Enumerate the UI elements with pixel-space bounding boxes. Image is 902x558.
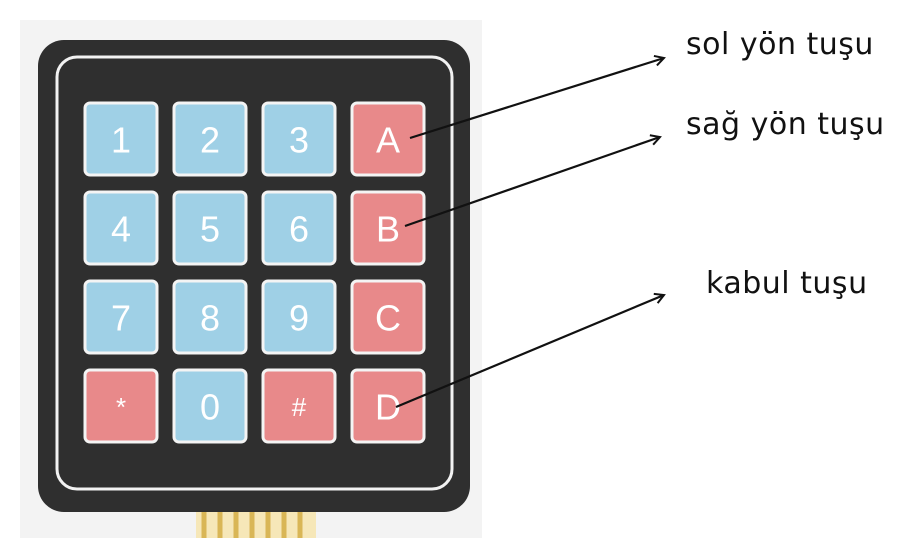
key-label: C — [375, 298, 401, 339]
key-label: B — [376, 209, 400, 250]
key-grid: 1 2 3 A 4 5 6 B 7 8 9 C * 0 # D — [83, 101, 426, 444]
key-label: 5 — [200, 209, 220, 250]
key-label: 9 — [289, 298, 309, 339]
arrow-kabul — [395, 295, 664, 409]
key-cap[interactable] — [172, 101, 248, 177]
key-6[interactable]: 6 — [261, 190, 337, 266]
key-a[interactable]: A — [350, 101, 426, 177]
key-label: 8 — [200, 298, 220, 339]
key-cap[interactable] — [350, 190, 426, 266]
key-label: * — [116, 392, 126, 422]
key-label: 2 — [200, 120, 220, 161]
key-3[interactable]: 3 — [261, 101, 337, 177]
key-cap[interactable] — [83, 101, 159, 177]
key-cap[interactable] — [350, 368, 426, 444]
key-cap[interactable] — [261, 279, 337, 355]
key-cap[interactable] — [172, 368, 248, 444]
key-cap[interactable] — [83, 368, 159, 444]
key-label: 3 — [289, 120, 309, 161]
key-star[interactable]: * — [83, 368, 159, 444]
key-7[interactable]: 7 — [83, 279, 159, 355]
key-cap[interactable] — [172, 190, 248, 266]
key-label: 7 — [111, 298, 131, 339]
annotation-kabul: kabul tuşu — [706, 266, 868, 301]
key-label: 4 — [111, 209, 131, 250]
arrow-sol — [409, 58, 664, 140]
key-4[interactable]: 4 — [83, 190, 159, 266]
key-label: 1 — [111, 120, 131, 161]
key-label: 0 — [200, 387, 220, 428]
key-cap[interactable] — [172, 279, 248, 355]
key-8[interactable]: 8 — [172, 279, 248, 355]
annotation-sag: sağ yön tuşu — [686, 107, 885, 142]
key-cap[interactable] — [350, 101, 426, 177]
key-cap[interactable] — [261, 101, 337, 177]
keypad-inner-border — [55, 55, 454, 491]
key-1[interactable]: 1 — [83, 101, 159, 177]
annotation-sol: sol yön tuşu — [686, 27, 874, 62]
arrow-sag — [404, 137, 660, 228]
key-d[interactable]: D — [350, 368, 426, 444]
key-9[interactable]: 9 — [261, 279, 337, 355]
key-label: # — [292, 392, 307, 422]
key-2[interactable]: 2 — [172, 101, 248, 177]
key-label: A — [376, 120, 400, 161]
key-label: 6 — [289, 209, 309, 250]
key-b[interactable]: B — [350, 190, 426, 266]
key-cap[interactable] — [261, 368, 337, 444]
key-cap[interactable] — [350, 279, 426, 355]
key-cap[interactable] — [83, 190, 159, 266]
key-5[interactable]: 5 — [172, 190, 248, 266]
key-hash[interactable]: # — [261, 368, 337, 444]
key-c[interactable]: C — [350, 279, 426, 355]
key-cap[interactable] — [261, 190, 337, 266]
key-cap[interactable] — [83, 279, 159, 355]
key-0[interactable]: 0 — [172, 368, 248, 444]
